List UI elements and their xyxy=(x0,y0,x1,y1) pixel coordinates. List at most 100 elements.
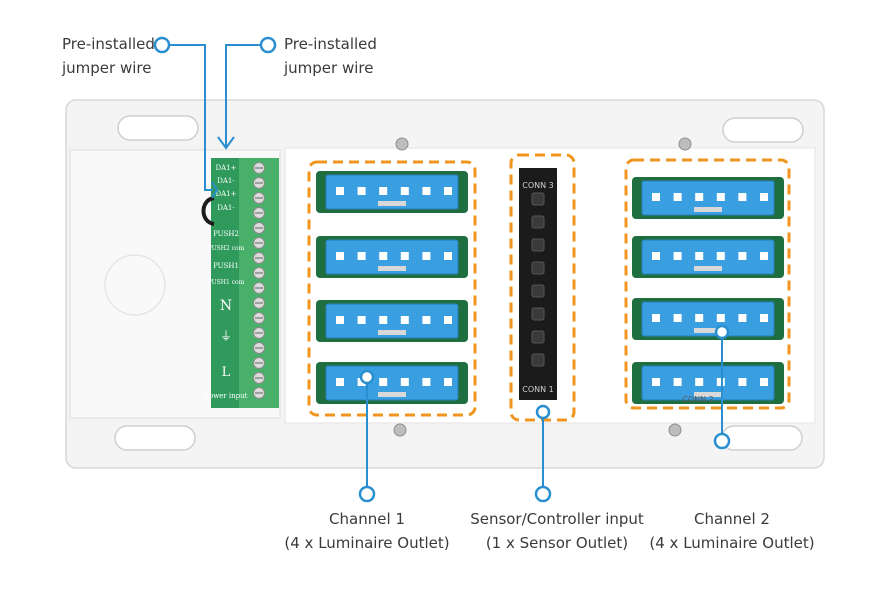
outlet-pin xyxy=(444,252,452,260)
channel1-callout: Channel 1 (4 x Luminaire Outlet) xyxy=(267,507,467,555)
outlet-pin xyxy=(760,193,768,201)
outlet-pin xyxy=(400,378,409,386)
luminaire-outlet xyxy=(641,365,775,401)
outlet-pin xyxy=(738,314,747,322)
jumper-left-line1: Pre-installed xyxy=(62,35,155,53)
outlet-pin xyxy=(444,316,452,324)
terminal-label: DA1- xyxy=(217,204,235,212)
outlet-pin xyxy=(336,378,344,386)
terminal-label: L xyxy=(222,365,231,380)
terminal-label: PUSH2 com xyxy=(208,245,245,252)
outlet-pin xyxy=(652,378,660,386)
luminaire-outlet xyxy=(325,174,459,210)
terminal-label: PUSH1 xyxy=(213,262,239,270)
outlet-pin xyxy=(336,187,344,195)
outlet-pin xyxy=(444,378,452,386)
arrowheads xyxy=(211,136,235,199)
sensor-conn-bottom-label: CONN 1 xyxy=(522,385,553,394)
sensor-socket xyxy=(531,192,545,206)
sensor-socket xyxy=(531,238,545,252)
outlet-pin xyxy=(444,187,452,195)
outlet-latch xyxy=(378,201,406,206)
outlet-latch xyxy=(694,392,722,397)
outlet-pin xyxy=(716,314,725,322)
luminaire-outlet xyxy=(641,301,775,337)
terminal-label: DA1+ xyxy=(216,190,237,198)
sensor-conn-label: CONN 3 xyxy=(522,181,553,190)
terminal-label: ⏚ xyxy=(220,329,232,343)
sensor-socket xyxy=(531,215,545,229)
outlet-pin xyxy=(336,252,344,260)
outlet-pin xyxy=(716,378,725,386)
channel2-callout: Channel 2 (4 x Luminaire Outlet) xyxy=(632,507,832,555)
jumper-right-line2: jumper wire xyxy=(284,59,374,77)
channel2-outline xyxy=(624,158,791,410)
outlet-pin xyxy=(695,314,704,322)
sensor-callout: Sensor/Controller input (1 x Sensor Outl… xyxy=(457,507,657,555)
outlet-latch xyxy=(694,328,722,333)
outlet-pin xyxy=(357,187,366,195)
outlet-pin xyxy=(760,378,768,386)
channel2-subtitle: (4 x Luminaire Outlet) xyxy=(649,534,815,552)
outlet-pin xyxy=(695,193,704,201)
knockout xyxy=(104,254,166,316)
terminal-label: Power input xyxy=(205,392,248,400)
luminaire-outlet xyxy=(325,303,459,339)
outlet-pin xyxy=(357,316,366,324)
channel1-subtitle: (4 x Luminaire Outlet) xyxy=(284,534,450,552)
outlet-pin xyxy=(695,252,704,260)
housing xyxy=(65,99,825,469)
outlet-pin xyxy=(716,193,725,201)
sensor-socket xyxy=(531,284,545,298)
channel1-title: Channel 1 xyxy=(329,510,405,528)
terminal-label: PUSH1 com xyxy=(208,279,245,286)
outlet-pin xyxy=(652,314,660,322)
outlet-pin xyxy=(652,193,660,201)
outlet-pin xyxy=(400,252,409,260)
outlet-pin xyxy=(673,314,682,322)
outlet-pin xyxy=(760,314,768,322)
terminal-label: PUSH2 xyxy=(213,230,239,238)
outlet-pin xyxy=(400,316,409,324)
luminaire-outlet xyxy=(325,239,459,275)
screws xyxy=(393,137,692,437)
channel1-outline xyxy=(307,160,477,417)
outlet-pin xyxy=(422,252,431,260)
outlet-pin xyxy=(422,378,431,386)
outlet-pin xyxy=(379,187,388,195)
sensor-strip: CONN 3 CONN 1 xyxy=(519,168,557,400)
terminal-label: N xyxy=(220,298,232,314)
outlet-pin xyxy=(357,252,366,260)
sensor-socket xyxy=(531,353,545,367)
callout-lines xyxy=(168,44,723,492)
callout-dots xyxy=(153,36,731,503)
luminaire-outlet xyxy=(641,239,775,275)
jumper-callout-left: Pre-installed jumper wire xyxy=(62,32,155,80)
outlet-pin xyxy=(422,316,431,324)
terminal-label: DA1- xyxy=(217,177,235,185)
outlet-latch xyxy=(378,266,406,271)
jumper-callout-right: Pre-installed jumper wire xyxy=(284,32,377,80)
outlet-latch xyxy=(378,392,406,397)
outlet-pin xyxy=(695,378,704,386)
outlet-pin xyxy=(673,252,682,260)
outlet-latch xyxy=(694,266,722,271)
outlet-pin xyxy=(652,252,660,260)
outlet-pin xyxy=(379,378,388,386)
sensor-title: Sensor/Controller input xyxy=(470,510,644,528)
channel2-title: Channel 2 xyxy=(694,510,770,528)
terminal-label: DA1+ xyxy=(216,164,237,172)
outlet-pin xyxy=(738,252,747,260)
jumper-wire xyxy=(201,196,215,226)
outlet-latch xyxy=(694,207,722,212)
sensor-socket xyxy=(531,261,545,275)
outlet-pin xyxy=(379,316,388,324)
outlet-pin xyxy=(738,378,747,386)
outlet-pin xyxy=(716,252,725,260)
outlet-pin xyxy=(400,187,409,195)
outlet-latch xyxy=(378,330,406,335)
outlet-pin xyxy=(673,378,682,386)
outlet-pin xyxy=(422,187,431,195)
jumper-left-line2: jumper wire xyxy=(62,59,152,77)
